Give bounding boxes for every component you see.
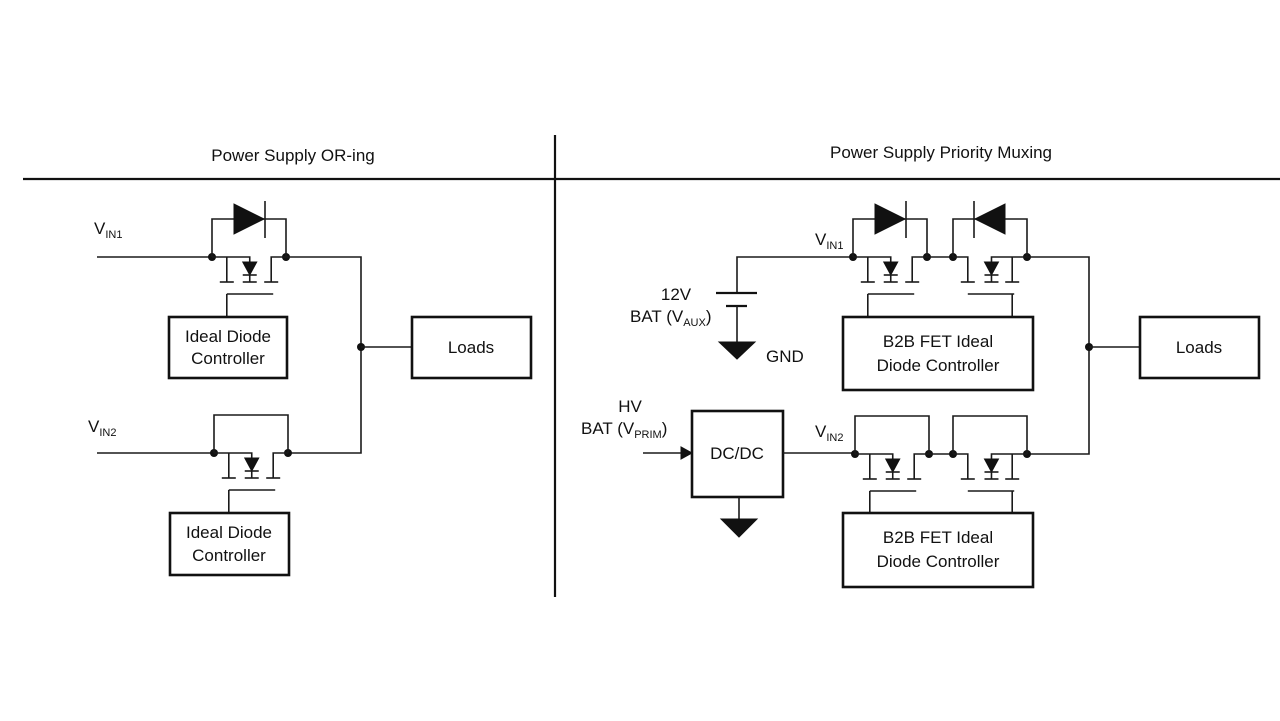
loads-box-left (410, 315, 533, 380)
b2b-controller-2-line2: Diode Controller (877, 552, 1000, 571)
aux-battery-label: BAT (VAUX) (630, 307, 712, 329)
source-wire (212, 256, 251, 262)
left-panel-title: Power Supply OR-ing (211, 146, 374, 165)
right-output-bus (1027, 256, 1090, 455)
b2b-controller-2 (841, 511, 1035, 589)
drain-leg (270, 256, 286, 282)
loads-label-right: Loads (1176, 338, 1222, 357)
b2b-controller-2-line1: B2B FET Ideal (883, 528, 993, 547)
b2b-mosfet-1b (949, 201, 1031, 317)
fet1-output-wire (286, 256, 362, 454)
diode-icon (233, 203, 266, 235)
loads-box-right (1138, 315, 1261, 380)
b2b-controller-1-line2: Diode Controller (877, 356, 1000, 375)
drain-leg (913, 453, 929, 479)
primary-battery-label: BAT (VPRIM) (581, 419, 667, 441)
bypass-wire (952, 415, 1028, 454)
diode-icon (874, 203, 907, 235)
body-diode-icon (983, 261, 1000, 277)
controller-2-line2: Controller (192, 546, 266, 565)
drain-leg (272, 452, 288, 478)
ground-icon (717, 341, 757, 360)
body-diode-icon (983, 458, 1000, 474)
right-vin2-label: VIN2 (815, 422, 843, 444)
body-diode-icon (243, 457, 260, 473)
controller-2-line1: Ideal Diode (186, 523, 272, 542)
body-diode-icon (884, 458, 901, 474)
body-diode-icon (241, 261, 258, 277)
source-wire (214, 452, 253, 458)
vin1-label: VIN1 (94, 219, 122, 241)
right-panel: VIN1 12V BAT (VAUX) GND B2B FET Ideal Di… (581, 201, 1261, 589)
hv-label: HV (618, 397, 642, 416)
ideal-diode-controller-1 (167, 315, 289, 380)
gnd-label: GND (766, 347, 804, 366)
b2b-mosfet-1a (849, 201, 931, 317)
controller-1-line1: Ideal Diode (185, 327, 271, 346)
ideal-diode-controller-2 (168, 511, 291, 577)
left-panel: VIN1 Ideal Diode Controller Loads VIN2 I… (88, 201, 533, 577)
drain-leg (953, 453, 969, 479)
b2b-controller-1-line1: B2B FET Ideal (883, 332, 993, 351)
bypass-wire (213, 414, 289, 453)
b2b-mosfet-2a (851, 415, 933, 513)
ideal-diode-mosfet-2 (210, 414, 292, 513)
aux-voltage-label: 12V (661, 285, 692, 304)
input-arrow-icon (680, 446, 694, 460)
source-wire (990, 453, 1027, 459)
dcdc-ground-icon (719, 518, 759, 538)
source-wire (855, 453, 894, 459)
right-vin1-label: VIN1 (815, 230, 843, 252)
body-diode-icon (882, 261, 899, 277)
drain-leg (911, 256, 927, 282)
vin2-label: VIN2 (88, 417, 116, 439)
source-wire (990, 256, 1027, 262)
drain-leg (953, 256, 969, 282)
loads-label-left: Loads (448, 338, 494, 357)
right-panel-title: Power Supply Priority Muxing (830, 143, 1052, 162)
source-wire (853, 256, 892, 262)
b2b-mosfet-2b (949, 415, 1031, 513)
bypass-wire (854, 415, 930, 454)
dcdc-label: DC/DC (710, 444, 764, 463)
ideal-diode-mosfet-1 (208, 201, 290, 317)
dcdc-converter-box (690, 409, 785, 499)
controller-1-line2: Controller (191, 349, 265, 368)
b2b-controller-1 (841, 315, 1035, 392)
aux-battery-wire (736, 256, 853, 293)
diode-icon (973, 203, 1006, 235)
